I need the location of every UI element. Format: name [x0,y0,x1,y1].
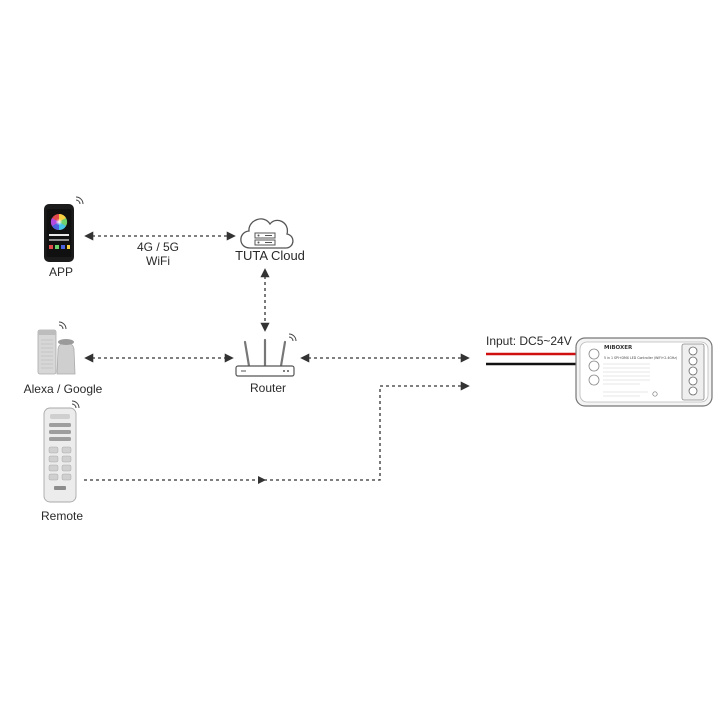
app-phone-icon [44,204,74,262]
router-wifi-icon [288,333,297,342]
alexa-wifi-icon [58,321,67,330]
alexa-google-label: Alexa / Google [23,382,103,396]
app-wifi-icon [75,196,84,205]
remote-label: Remote [40,509,84,523]
cloud-icon [240,218,294,249]
remote-control-icon [43,407,77,503]
router-icon [235,338,295,377]
cloud-label: TUTA Cloud [235,248,305,263]
led-controller-device [575,337,713,407]
alexa-google-speaker-icon [37,329,76,375]
link-label-line2: WiFi [146,254,170,268]
link-label-line1: 4G / 5G [136,240,180,254]
router-label: Router [249,381,287,395]
controller-model-text: 5 in 1 SPI+DMX LED Controller (WiFi+2.4G… [604,356,678,360]
app-label: APP [48,265,74,279]
controller-brand: MiBOXER [604,345,633,351]
link-app-cloud-label: 4G / 5G WiFi [137,240,179,268]
link-remote-controller [84,381,470,481]
input-voltage-label: Input: DC5~24V [486,334,572,348]
remote-wifi-icon [71,400,80,409]
link-remote-arrow-mid [258,476,266,484]
